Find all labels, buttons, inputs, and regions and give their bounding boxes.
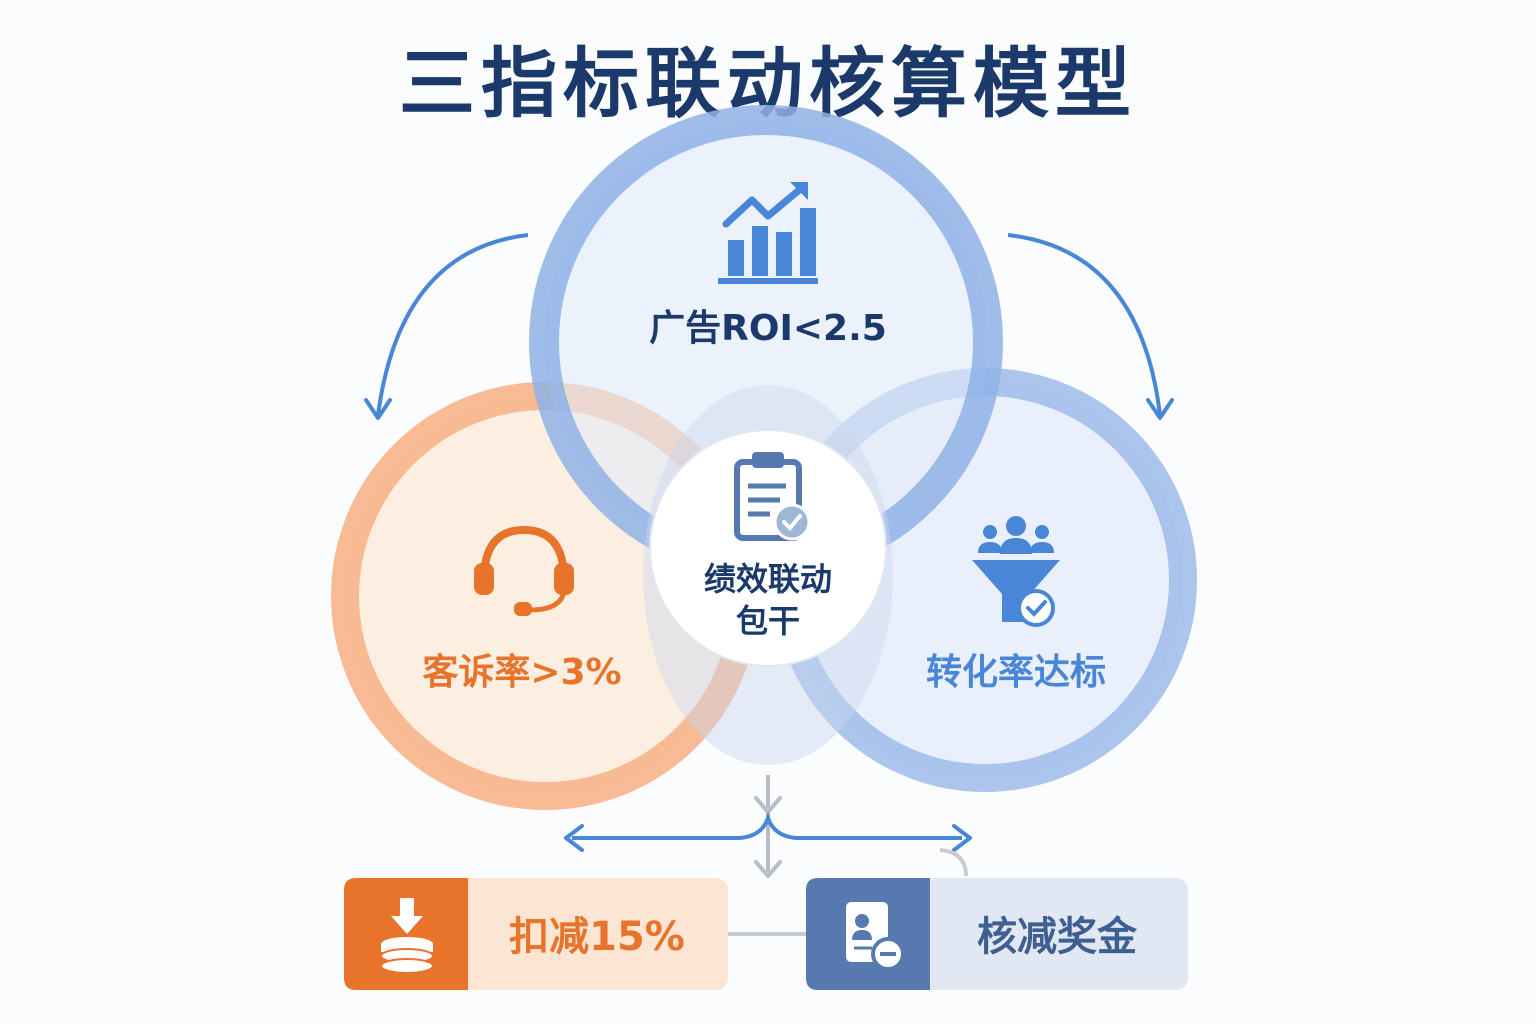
split-arrow-left-head: [564, 824, 584, 852]
circle-left-label: 客诉率>3%: [422, 652, 621, 693]
center-disc: [649, 429, 887, 667]
split-arrow: [572, 811, 962, 840]
clipboard-check-icon: [734, 452, 811, 541]
person-card-minus-icon: [846, 902, 905, 971]
center-label-line1: 绩效联动: [704, 560, 832, 598]
connector-right-box: [939, 848, 968, 877]
center-label-line2: 包干: [736, 602, 800, 640]
bar-chart-trend-icon: [718, 182, 818, 284]
split-arrow-right-head: [952, 824, 972, 852]
circle-top-label: 广告ROI<2.5: [649, 308, 887, 349]
headset-icon: [474, 525, 574, 616]
down-arrow-bottom-head: [754, 860, 782, 878]
arrow-head-right: [1146, 398, 1174, 420]
arrow-head-left: [364, 398, 392, 420]
circle-right-label: 转化率达标: [926, 652, 1106, 693]
download-coins-icon: [380, 898, 434, 974]
outcome-left-label: 扣减15%: [509, 914, 685, 960]
outcome-box-left: [344, 878, 728, 990]
arrow-top-to-right: [1007, 233, 1162, 416]
funnel-users-icon: [972, 516, 1060, 627]
outcome-right-label: 核减奖金: [977, 914, 1138, 960]
arrow-top-to-left: [376, 233, 529, 416]
